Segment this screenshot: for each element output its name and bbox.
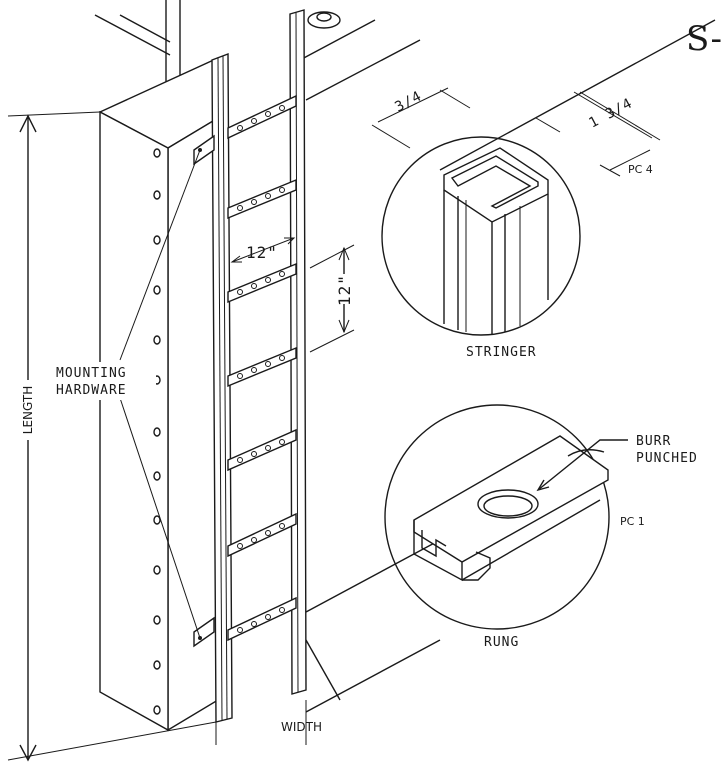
stringer-label: STRINGER (466, 345, 537, 360)
rung-5 (227, 428, 297, 472)
length-label: LENGTH (21, 386, 35, 434)
rung-spacing-label: 12" (335, 274, 354, 306)
stringer-width-dimension: 3/4 (392, 88, 424, 115)
page-title: S- (686, 19, 722, 59)
rung-6 (227, 512, 297, 558)
rung-width-dimension (230, 237, 296, 263)
rung-detail (384, 404, 610, 630)
rung-width-label: 12" (246, 243, 278, 262)
wall-context (94, 11, 716, 713)
mounting-hardware-leaders (119, 148, 202, 640)
rung-1 (227, 94, 297, 140)
rung-label: RUNG (484, 635, 519, 650)
burr-punched-line1: BURR (636, 434, 671, 449)
rung-7 (227, 596, 297, 642)
rung-2 (227, 178, 297, 220)
width-leaders (215, 700, 307, 745)
burr-punched-line2: PUNCHED (636, 451, 698, 466)
width-label: WIDTH (281, 720, 322, 734)
stringer-part-label: PC 4 (628, 163, 653, 176)
stringer-detail (381, 136, 581, 336)
length-dimension (7, 111, 217, 762)
column-bolt-holes (153, 148, 161, 715)
mounting-column (98, 56, 219, 732)
mounting-hardware-line1: MOUNTING (56, 366, 127, 381)
rung-part-label: PC 1 (620, 515, 645, 528)
rung-3 (227, 262, 297, 304)
rung-4 (227, 346, 297, 388)
ladder-rungs (227, 94, 297, 642)
ladder-stringer-left (211, 52, 233, 723)
stringer-dimensions (371, 87, 661, 177)
rung-spacing-dimension (309, 244, 356, 353)
burr-leader (536, 439, 628, 492)
mounting-bracket-top (193, 134, 215, 166)
mounting-hardware-line2: HARDWARE (56, 383, 127, 398)
